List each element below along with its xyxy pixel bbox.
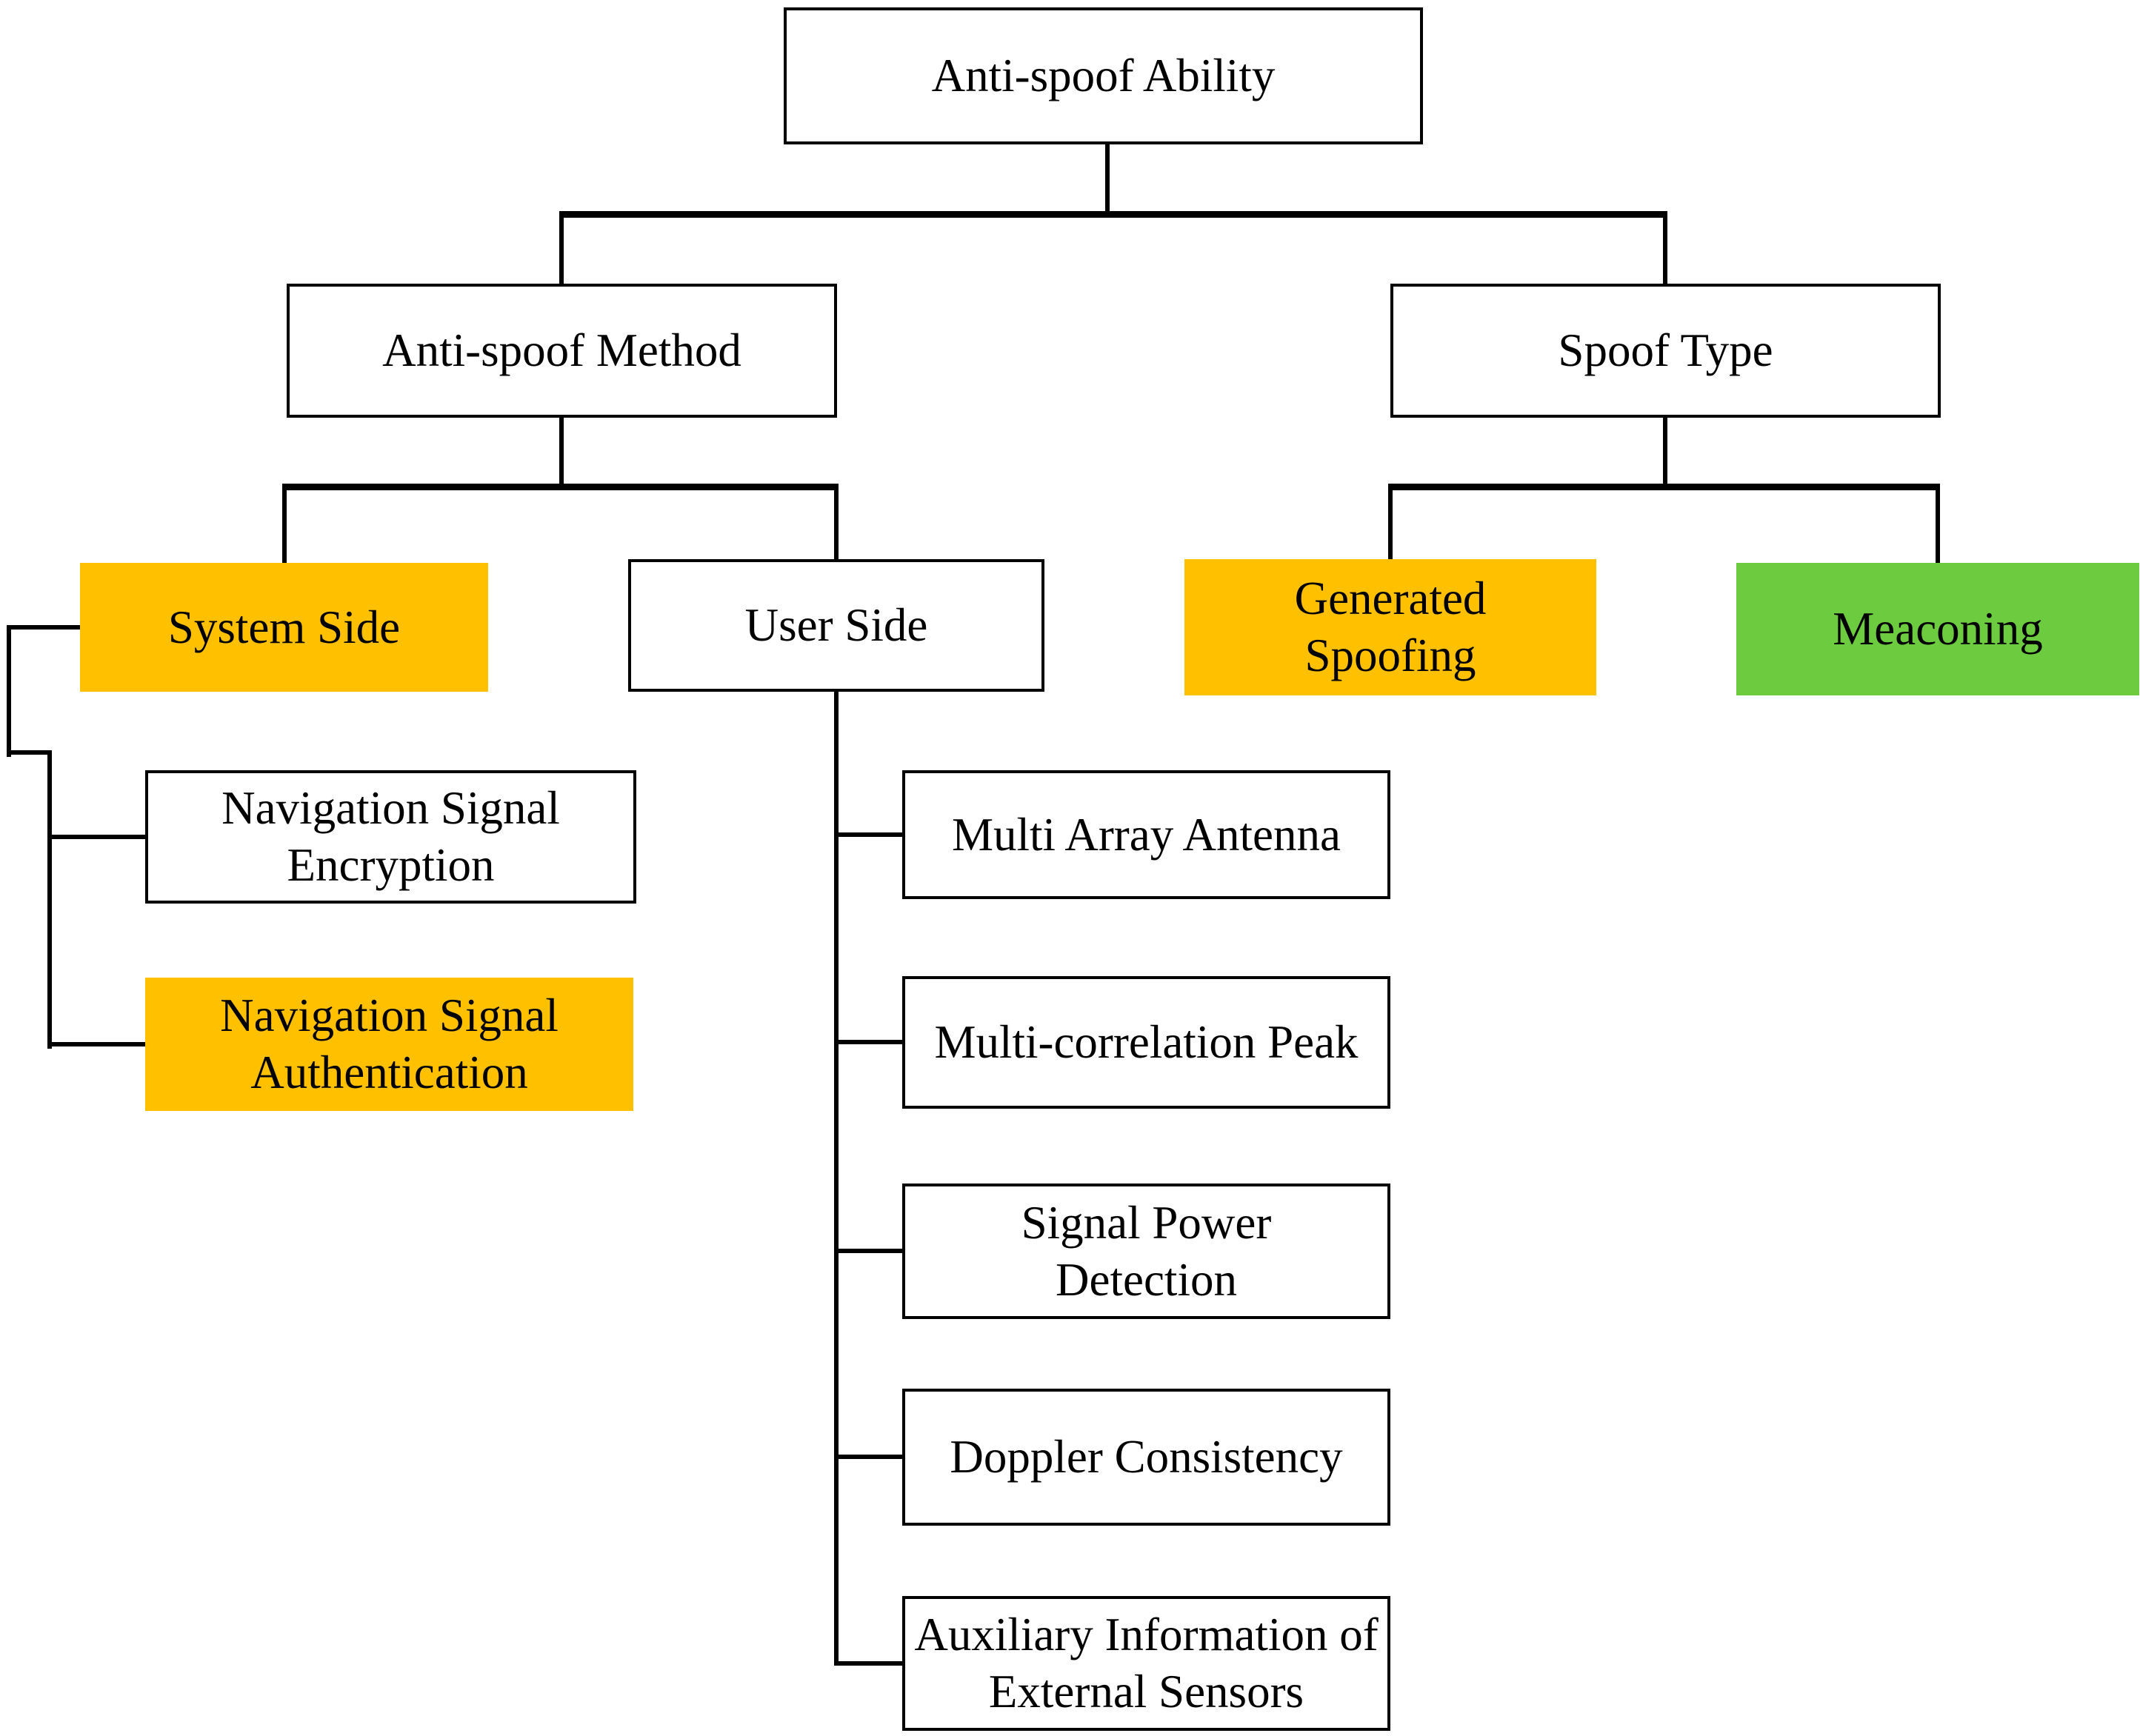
node-multi-correlation-peak: Multi-correlation Peak [902, 976, 1390, 1109]
node-label: Multi-correlation Peak [934, 1016, 1359, 1069]
connector-line [834, 1040, 902, 1044]
node-label: Navigation Signal Encryption [221, 782, 560, 891]
node-label: User Side [744, 599, 928, 652]
node-generated-spoofing: Generated Spoofing [1184, 559, 1596, 695]
connector-line [1663, 213, 1667, 284]
connector-line [282, 484, 839, 490]
connector-line [559, 418, 564, 488]
node-label: Spoof Type [1558, 324, 1773, 377]
node-label: Meaconing [1833, 603, 2043, 655]
connector-line [7, 750, 50, 755]
node-anti-spoof-method: Anti-spoof Method [287, 284, 837, 418]
connector-line [47, 835, 145, 839]
connector-line [834, 1661, 902, 1666]
node-label: Doppler Consistency [950, 1431, 1343, 1483]
node-navigation-signal-authentication: Navigation Signal Authentication [145, 978, 633, 1111]
connector-line [834, 832, 902, 837]
node-anti-spoof-ability: Anti-spoof Ability [784, 7, 1423, 144]
connector-line [1663, 418, 1667, 488]
connector-line [1388, 486, 1393, 559]
connector-line [9, 625, 80, 630]
connector-line [282, 486, 287, 563]
connector-line [1105, 144, 1110, 217]
connector-line [834, 486, 839, 559]
node-label: System Side [167, 601, 401, 653]
connector-line [834, 692, 839, 1666]
connector-line [559, 213, 564, 284]
connector-line [7, 625, 11, 757]
node-auxiliary-information-external-sensors: Auxiliary Information of External Sensor… [902, 1596, 1390, 1731]
connector-line [834, 1455, 902, 1459]
node-label: Multi Array Antenna [952, 808, 1341, 861]
node-label: Anti-spoof Ability [931, 50, 1276, 102]
connector-line [47, 750, 52, 1049]
node-user-side: User Side [628, 559, 1044, 692]
connector-line [47, 1042, 145, 1046]
node-doppler-consistency: Doppler Consistency [902, 1389, 1390, 1526]
node-label: Anti-spoof Method [382, 324, 741, 377]
connector-line [834, 1249, 902, 1253]
connector-line [1936, 486, 1940, 563]
node-label: Generated Spoofing [1294, 572, 1487, 681]
node-signal-power-detection: Signal Power Detection [902, 1184, 1390, 1319]
node-label: Signal Power Detection [1021, 1196, 1272, 1306]
connector-line [559, 211, 1667, 218]
node-system-side: System Side [80, 563, 488, 692]
node-label: Navigation Signal Authentication [220, 989, 559, 1098]
node-navigation-signal-encryption: Navigation Signal Encryption [145, 770, 636, 904]
node-meaconing: Meaconing [1736, 563, 2139, 695]
connector-line [1388, 484, 1940, 490]
node-label: Auxiliary Information of External Sensor… [914, 1609, 1379, 1717]
node-spoof-type: Spoof Type [1390, 284, 1941, 418]
node-multi-array-antenna: Multi Array Antenna [902, 770, 1390, 899]
